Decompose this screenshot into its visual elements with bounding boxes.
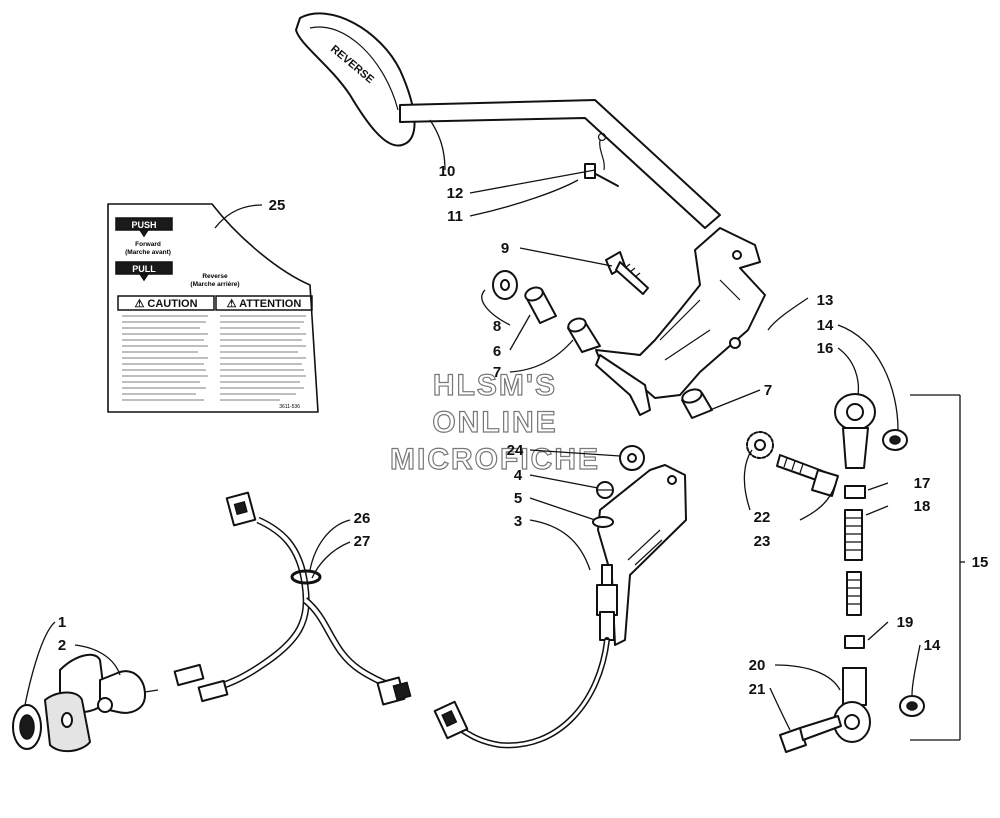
spacer xyxy=(524,286,557,324)
callout-12: 12 xyxy=(447,185,464,202)
callout-10: 10 xyxy=(439,163,456,180)
callout-3: 3 xyxy=(514,513,522,530)
decal-caution: ⚠ CAUTION xyxy=(134,298,197,310)
lock-washer-22 xyxy=(746,431,774,459)
bolt-23 xyxy=(776,454,839,497)
nut-14-upper xyxy=(882,429,908,451)
bushing-upper xyxy=(567,317,601,353)
callout-2: 2 xyxy=(58,637,66,654)
shift-bracket xyxy=(595,227,766,416)
reverse-switch-cable xyxy=(433,564,618,749)
callout-15: 15 xyxy=(972,554,989,571)
callout-26: 26 xyxy=(354,510,371,527)
washer-24 xyxy=(619,445,645,471)
reverse-decal: PUSH Forward (Marche avant) PULL Reverse… xyxy=(107,203,319,413)
jam-nut-17 xyxy=(844,485,866,499)
decal-pull: PULL xyxy=(132,264,156,274)
callout-13: 13 xyxy=(817,292,834,309)
tie-rod-18 xyxy=(844,509,863,616)
callout-19: 19 xyxy=(897,614,914,631)
decal-forward-fr: (Marche avant) xyxy=(125,249,171,256)
rod-end-upper xyxy=(834,393,876,469)
nut-14-lower xyxy=(899,695,925,717)
decal-reverse-fr: (Marche arrière) xyxy=(190,281,239,288)
callout-8: 8 xyxy=(493,318,501,335)
watermark-line1: HLSM'S xyxy=(433,369,557,402)
watermark-line2: ONLINE xyxy=(432,406,557,439)
callout-7-upper: 7 xyxy=(493,364,501,381)
shift-lever-handle: REVERSE xyxy=(295,12,416,147)
callout-21: 21 xyxy=(749,681,766,698)
callout-20: 20 xyxy=(749,657,766,674)
callout-6: 6 xyxy=(493,343,501,360)
callout-1: 1 xyxy=(58,614,66,631)
decal-part-code: 3611-536 xyxy=(279,404,300,410)
washer-5 xyxy=(592,516,614,528)
bushing-lower xyxy=(681,388,713,419)
rod-end-lower xyxy=(833,667,871,743)
decal-forward: Forward xyxy=(135,241,161,248)
callout-27: 27 xyxy=(354,533,371,550)
switch-bracket xyxy=(597,464,687,646)
watermark-line3: MICROFICHE xyxy=(390,443,600,476)
bolt-21 xyxy=(779,715,842,753)
callout-22: 22 xyxy=(754,509,771,526)
decal-attention: ⚠ ATTENTION xyxy=(227,298,302,310)
bolt-9 xyxy=(605,251,649,295)
shift-lever-rod xyxy=(399,99,721,229)
nut-1 xyxy=(12,704,42,750)
callout-16: 16 xyxy=(817,340,834,357)
watermark: HLSM'S ONLINE MICROFICHE xyxy=(389,368,600,476)
callout-14-upper: 14 xyxy=(817,317,834,334)
callout-5: 5 xyxy=(514,490,522,507)
callout-7-lower: 7 xyxy=(764,382,772,399)
decal-push: PUSH xyxy=(131,220,156,230)
callout-24: 24 xyxy=(507,442,524,459)
callout-11: 11 xyxy=(447,208,463,225)
wiring-harness xyxy=(173,491,412,706)
nut-4 xyxy=(596,481,614,499)
callout-9: 9 xyxy=(501,240,509,257)
callout-4: 4 xyxy=(514,467,523,484)
washer-8 xyxy=(492,270,518,300)
callout-14-lower: 14 xyxy=(924,637,941,654)
callout-18: 18 xyxy=(914,498,931,515)
callout-25: 25 xyxy=(269,197,286,214)
jam-nut-19 xyxy=(844,635,865,649)
decal-reverse: Reverse xyxy=(202,273,228,280)
callout-17: 17 xyxy=(914,475,931,492)
leader-lines xyxy=(24,119,965,741)
callouts: 10 12 11 9 25 8 6 7 7 13 14 16 24 4 5 3 … xyxy=(58,163,989,698)
switch-plate xyxy=(44,691,91,753)
callout-23: 23 xyxy=(754,533,771,550)
